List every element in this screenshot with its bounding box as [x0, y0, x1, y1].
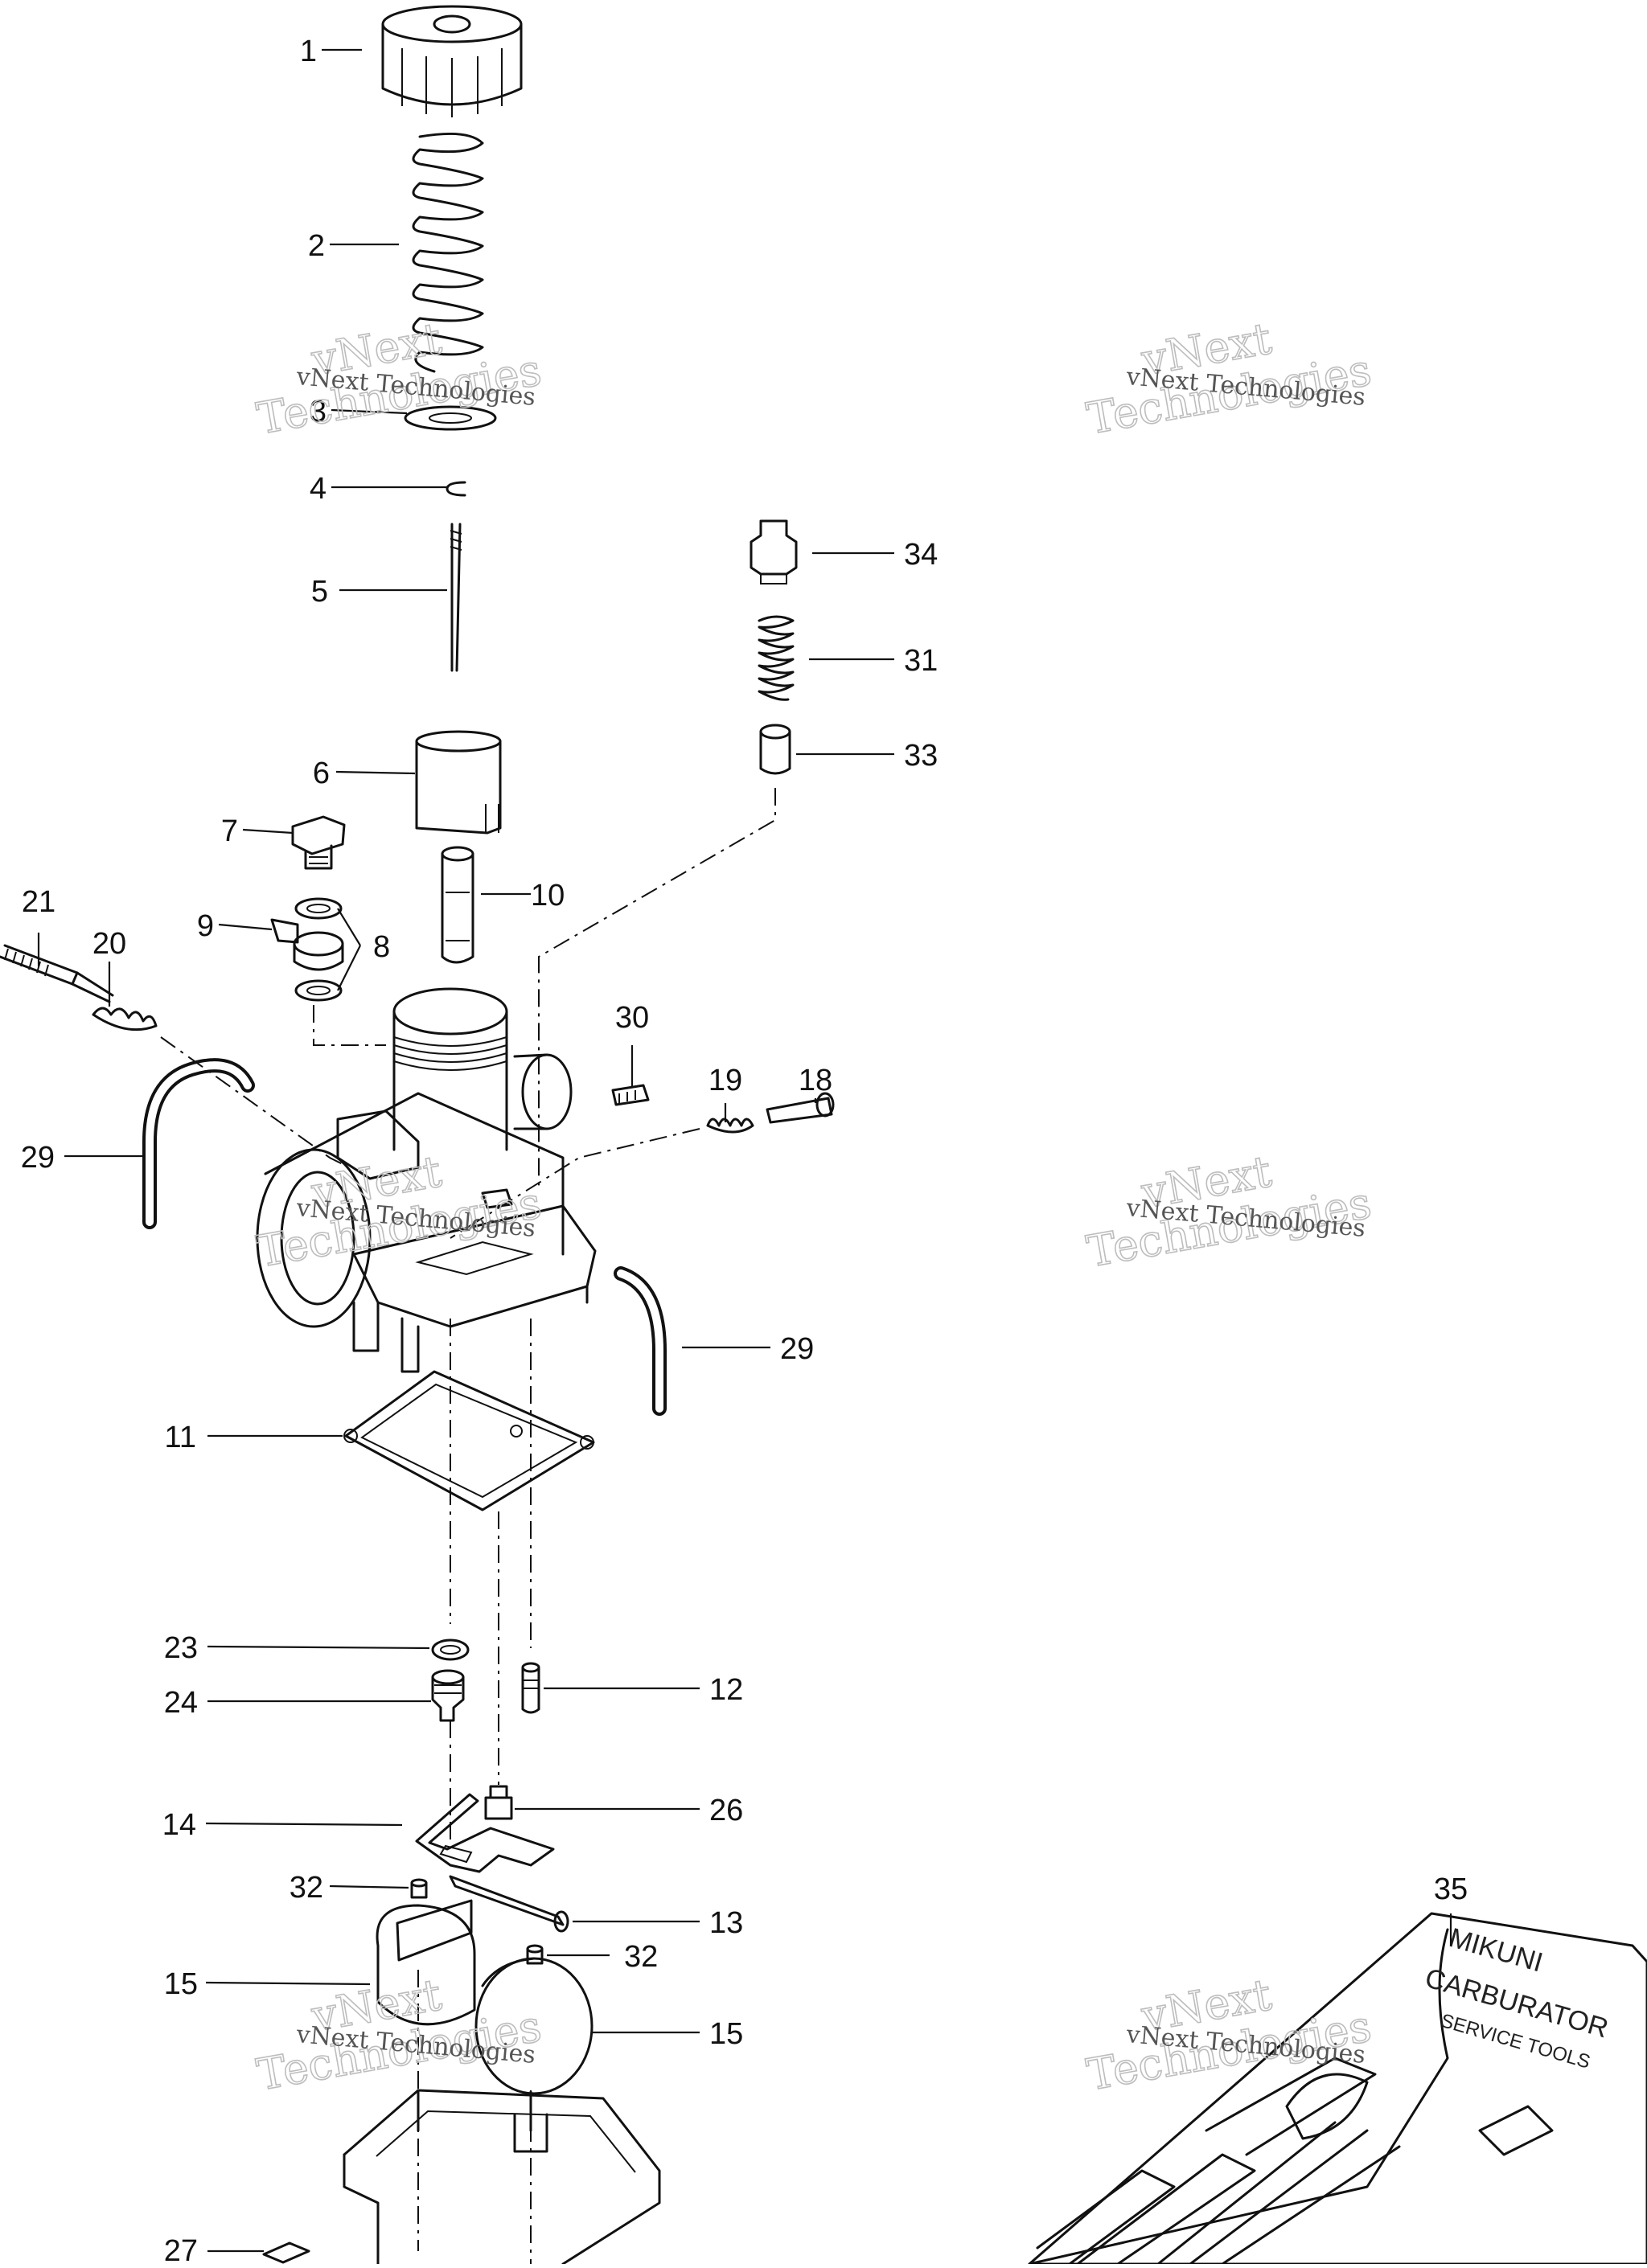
part-11-float-bowl-gasket — [343, 1370, 595, 1511]
part-14-float-arm — [415, 1793, 555, 1873]
callout-labels: 1 2 3 4 5 6 7 8 9 10 11 12 13 14 15 15 1… — [21, 35, 1468, 2268]
callout-15-left: 15 — [164, 1967, 198, 2001]
callout-19: 19 — [708, 1064, 742, 1097]
callout-35: 35 — [1434, 1872, 1468, 1906]
part-18-idle-screw — [766, 1092, 835, 1124]
part-24-needle-valve-seat — [431, 1669, 465, 1722]
part-8-fitting-washers — [293, 897, 344, 1002]
part-33-choke-plunger — [759, 724, 791, 775]
callout-21: 21 — [22, 885, 55, 919]
part-float-bowl — [343, 2089, 661, 2266]
callout-4: 4 — [310, 472, 327, 506]
callout-5: 5 — [311, 575, 328, 609]
part-15-float-left — [376, 1899, 476, 2026]
part-4-clip — [446, 481, 466, 497]
part-32-float-pin-b — [526, 1944, 544, 1965]
carburetor-body — [256, 987, 597, 1373]
part-6-throttle-valve — [415, 730, 502, 835]
leader-lines — [37, 48, 1452, 2253]
part-34-choke-nut — [750, 519, 798, 584]
part-30-throttle-stop-screw — [611, 1084, 650, 1106]
part-31-choke-spring — [758, 615, 795, 701]
callout-14: 14 — [162, 1808, 196, 1842]
part-2-spring — [412, 132, 484, 373]
callout-3: 3 — [310, 395, 327, 429]
part-1-cap — [381, 5, 523, 117]
toolkit-brand-text: MIKUNI — [1446, 1922, 1546, 1978]
part-29-vent-tube-left — [142, 1058, 255, 1229]
callout-12: 12 — [709, 1673, 743, 1707]
part-27-drain-plug — [262, 2241, 310, 2264]
callout-26: 26 — [709, 1794, 743, 1827]
callout-11: 11 — [165, 1421, 196, 1454]
part-5-jet-needle — [450, 523, 462, 672]
part-12-pilot-jet — [521, 1662, 540, 1714]
part-7-banjo-bolt — [291, 815, 346, 870]
callout-8: 8 — [373, 930, 390, 964]
callout-27: 27 — [164, 2234, 198, 2264]
callout-13: 13 — [709, 1906, 743, 1940]
callout-7: 7 — [221, 814, 238, 848]
callout-32-right: 32 — [624, 1940, 658, 1974]
callout-31: 31 — [904, 644, 938, 678]
callout-30: 30 — [615, 1001, 649, 1035]
callout-24: 24 — [164, 1686, 198, 1720]
callout-6: 6 — [313, 757, 330, 790]
part-23-o-ring — [431, 1638, 470, 1661]
callout-20: 20 — [92, 927, 126, 961]
alignment-lines — [160, 788, 776, 2264]
part-29-vent-tube-right — [614, 1266, 667, 1416]
part-3-washer — [404, 405, 497, 431]
part-21-pilot-screw — [0, 944, 114, 1003]
callout-1: 1 — [300, 35, 317, 68]
callout-29-left: 29 — [21, 1141, 55, 1175]
watermark-6: vNext Technologies — [1082, 1969, 1376, 2102]
part-13-float-pin — [449, 1875, 569, 1933]
part-9-fuel-nipple — [270, 918, 299, 944]
part-20-pilot-spring — [92, 1007, 158, 1031]
watermark-5: vNext Technologies — [253, 1969, 546, 2102]
callout-32-left: 32 — [290, 1871, 323, 1905]
part-10-choke-plunger — [441, 846, 474, 964]
part-26-main-jet — [484, 1785, 513, 1820]
callout-2: 2 — [308, 229, 325, 263]
callout-34: 34 — [904, 538, 938, 572]
part-19-idle-spring — [706, 1118, 754, 1134]
callout-10: 10 — [531, 879, 565, 913]
callout-15-right: 15 — [709, 2017, 743, 2051]
callout-23: 23 — [164, 1631, 198, 1665]
part-32-float-pin-a — [410, 1878, 428, 1899]
callout-18: 18 — [799, 1064, 832, 1097]
callout-33: 33 — [904, 739, 938, 773]
callout-9: 9 — [197, 909, 214, 943]
part-15-float-right — [474, 1957, 593, 2095]
callout-29-right: 29 — [780, 1332, 814, 1366]
